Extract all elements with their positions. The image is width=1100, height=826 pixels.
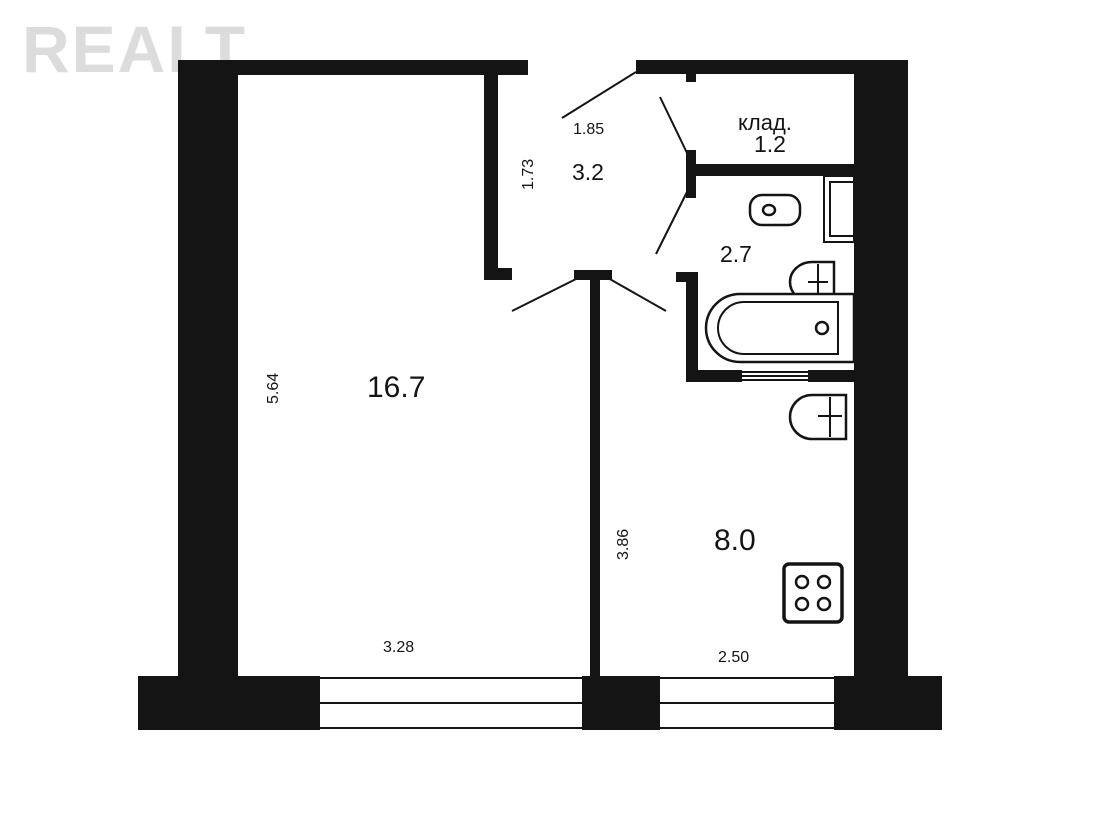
door-swing-icon (561, 71, 637, 119)
right-wall (854, 60, 908, 678)
shower-tray (823, 175, 855, 243)
living-room-area: 16.7 (367, 371, 425, 404)
top-wall-left (178, 60, 528, 75)
left-wall (178, 60, 238, 678)
hall-width: 1.85 (573, 121, 604, 138)
window-icon (742, 371, 808, 381)
interior-walls (484, 72, 854, 678)
kitchen-area: 8.0 (714, 524, 756, 557)
door-swing-icon (655, 189, 689, 255)
living-room-width: 3.28 (383, 639, 414, 656)
window-icon (320, 677, 582, 729)
bottom-wall-right (834, 676, 942, 730)
kitchen-length: 3.86 (615, 529, 632, 560)
storage-name: клад. (738, 110, 792, 135)
toilet-icon (748, 193, 802, 227)
bottom-wall-middle (582, 676, 660, 730)
hall-area: 3.2 (572, 159, 604, 185)
bottom-wall-left (138, 676, 320, 730)
hall-length: 1.73 (520, 159, 537, 190)
door-swing-icon (511, 277, 667, 312)
stove-icon (782, 562, 844, 624)
kitchen-width: 2.50 (718, 649, 749, 666)
door-swing-icon (659, 96, 689, 156)
sink-icon (788, 393, 848, 441)
bathroom-area: 2.7 (720, 241, 752, 267)
window-icon (660, 677, 834, 729)
storage-area: 1.2 (754, 131, 786, 157)
top-wall-right (636, 60, 908, 74)
exterior-walls (138, 60, 942, 730)
bathtub-icon (704, 292, 856, 364)
living-room-length: 5.64 (265, 373, 282, 404)
